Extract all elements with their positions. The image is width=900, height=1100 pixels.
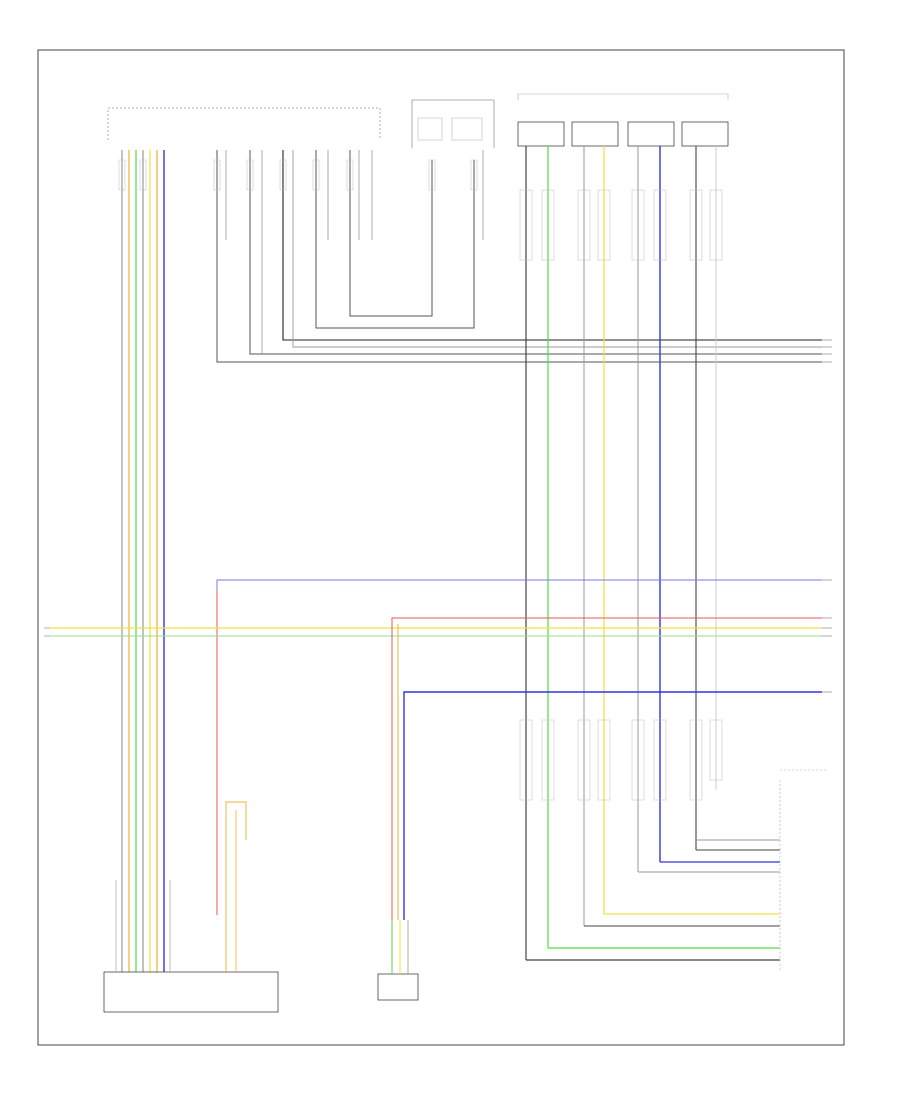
bottom-middle-unit <box>377 920 419 1001</box>
mid-connector-ticks <box>519 189 723 801</box>
bottom-right-module <box>779 769 826 970</box>
right-edge-terminals <box>822 339 832 693</box>
speaker-to-module-wires <box>526 839 780 961</box>
top-middle-bracket <box>411 99 495 148</box>
bottom-left-unit <box>103 801 279 1013</box>
left-wire-bundle <box>121 150 165 972</box>
speaker-2 <box>571 121 619 147</box>
top-middle-wires <box>216 150 822 363</box>
top-left-connector-bracket <box>107 107 381 140</box>
top-pin-markers <box>118 159 478 191</box>
speaker-4 <box>681 121 729 147</box>
left-edge-terminals <box>44 627 50 637</box>
speaker-blocks <box>517 93 729 147</box>
speaker-1 <box>517 121 565 147</box>
horizontal-buses <box>50 579 822 920</box>
speaker-wires <box>525 146 717 960</box>
speaker-3 <box>627 121 675 147</box>
diagram-frame <box>37 49 845 1046</box>
